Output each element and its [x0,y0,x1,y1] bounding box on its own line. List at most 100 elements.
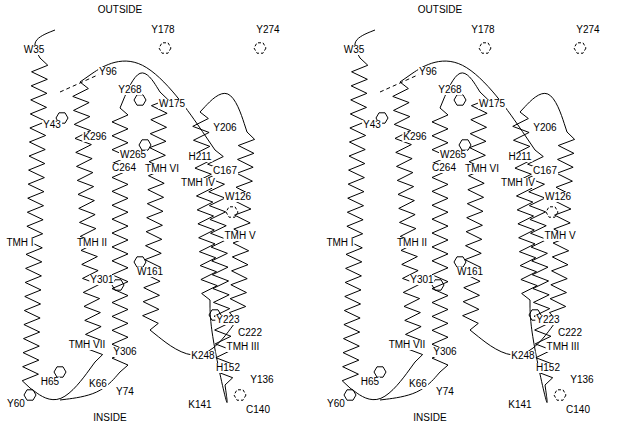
residue-label: W265 [119,150,147,160]
loop-trace [30,362,95,400]
side-chain-ring [134,257,146,267]
helix-label: TMH III [226,342,261,352]
side-chain-ring [454,95,466,105]
helix-label: TMH I [325,238,354,248]
helix-label: TMH VII [68,340,107,350]
residue-label: H211 [507,152,532,162]
residue-label: Y274 [575,25,600,35]
residue-label: Y301 [89,275,114,285]
helix-label: TMH IV [500,178,536,188]
residue-label: C167 [212,166,238,176]
helix-trace [463,92,488,330]
loop-trace [200,93,247,132]
residue-label: W175 [158,99,186,109]
side-chain-ring [159,43,171,53]
residue-label: C222 [557,328,583,338]
helix-label: TMH II [76,238,108,248]
side-chain-ring [554,390,566,400]
residue-label: K141 [507,400,532,410]
helix-trace [112,108,128,372]
residue-label: Y96 [98,67,118,77]
residue-label: K141 [187,400,212,410]
loop-trace [60,372,120,400]
residue-label: W126 [544,192,572,202]
residue-label: W175 [478,99,506,109]
residue-label: Y274 [255,25,280,35]
helix-trace [143,92,168,330]
residue-label: H152 [535,363,561,373]
residue-label: K248 [510,351,535,361]
side-chain-ring [226,207,238,217]
dashed-leader [60,74,100,92]
residue-label: Y43 [42,120,62,130]
helix-trace [73,82,103,362]
residue-label: W35 [343,45,366,55]
side-chain-ring [54,367,66,377]
helix-label: TMH III [546,342,581,352]
residue-label: H211 [187,152,212,162]
helix-trace [342,58,368,388]
residue-label: Y60 [326,399,346,409]
helix-label: TMH IV [180,178,216,188]
residue-label: Y60 [6,399,26,409]
residue-label: W126 [224,192,252,202]
residue-label: C264 [431,163,457,173]
loop-trace [150,320,237,355]
residue-label: Y268 [117,85,142,95]
residue-label: K296 [402,132,427,142]
side-chain-ring [234,390,246,400]
helix-label: TMH V [223,231,256,241]
helix-trace [22,58,48,388]
residue-label: C167 [532,166,558,176]
helix-label: TMH VI [144,164,180,174]
helix-trace [513,112,537,300]
side-label: INSIDE [412,413,447,423]
residue-label: Y43 [362,120,382,130]
side-chain-ring [139,140,151,150]
residue-label: Y268 [437,85,462,95]
helix-label: TMH II [396,238,428,248]
residue-label: Y206 [212,123,237,133]
residue-label: K66 [88,379,108,389]
loop-trace [400,61,535,150]
helix-trace [393,82,423,362]
helix-trace [432,108,448,372]
residue-label: Y136 [249,375,274,385]
side-chain-ring [134,95,146,105]
helix-trace [549,132,574,320]
residue-label: Y306 [432,347,457,357]
residue-label: Y136 [569,375,594,385]
loop-trace [470,320,557,355]
loop-trace [520,93,567,132]
residue-label: Y301 [409,275,434,285]
residue-label: Y223 [535,315,560,325]
residue-label: C140 [245,405,271,415]
residue-label: Y74 [115,387,135,397]
dashed-leader [380,74,420,92]
residue-label: W161 [456,267,484,277]
residue-label: W35 [23,45,46,55]
residue-label: Y96 [418,67,438,77]
residue-label: W161 [136,267,164,277]
side-chain-ring [479,43,491,53]
loop-trace [80,61,215,150]
side-chain-ring [574,43,586,53]
side-chain-ring [459,140,471,150]
backbone-panel [342,30,586,403]
side-label: OUTSIDE [97,5,143,15]
helix-label: TMH V [543,231,576,241]
helix-label: TMH VI [464,164,500,174]
residue-label: C222 [237,328,263,338]
residue-label: W265 [439,150,467,160]
helix-label: TMH VII [388,340,427,350]
side-chain-ring [546,207,558,217]
residue-label: H65 [360,377,380,387]
residue-label: H152 [215,363,241,373]
residue-label: Y178 [470,25,495,35]
residue-label: Y178 [150,25,175,35]
residue-label: K248 [190,351,215,361]
side-chain-ring [454,257,466,267]
residue-label: K296 [82,132,107,142]
residue-label: Y306 [112,347,137,357]
